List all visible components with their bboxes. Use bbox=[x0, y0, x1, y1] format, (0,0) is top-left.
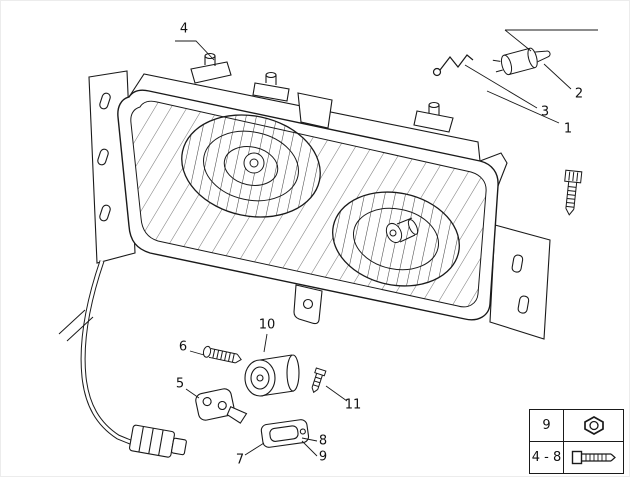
screw-6 bbox=[202, 345, 242, 364]
headlamp-housing bbox=[117, 89, 499, 321]
lens-left bbox=[176, 102, 326, 230]
part-callout-1: 1 bbox=[563, 121, 573, 137]
clip-block-7 bbox=[260, 419, 310, 448]
part-callout-7: 7 bbox=[235, 452, 245, 468]
cylindrical-holder-10 bbox=[244, 354, 300, 397]
halogen-bulb bbox=[492, 47, 551, 76]
lens-right bbox=[326, 180, 465, 298]
part-callout-9: 9 bbox=[318, 449, 328, 465]
wire-break-marks bbox=[58, 309, 94, 342]
wire-harness bbox=[58, 260, 187, 458]
stud-11 bbox=[311, 367, 327, 394]
part-callout-2: 2 bbox=[574, 86, 584, 102]
part-callout-4: 4 bbox=[179, 21, 189, 37]
part-callout-6: 6 bbox=[178, 339, 188, 355]
legend-row-bolt: 4 - 8 bbox=[530, 441, 623, 473]
lower-mounting-tab bbox=[293, 284, 323, 325]
leader-lines bbox=[175, 29, 598, 457]
housing-top-structure bbox=[128, 52, 508, 187]
bulb-holder-5 bbox=[195, 388, 248, 424]
part-callout-5: 5 bbox=[175, 376, 185, 392]
part-callout-3: 3 bbox=[540, 104, 550, 120]
fixing-screw-right bbox=[564, 169, 583, 216]
retaining-clip bbox=[432, 54, 474, 77]
adjuster-bolt bbox=[428, 101, 440, 115]
part-callout-10: 10 bbox=[258, 317, 276, 333]
part-callout-8: 8 bbox=[318, 433, 328, 449]
legend-label-nut: 9 bbox=[530, 410, 564, 441]
bulb-socket bbox=[385, 217, 419, 244]
part-callout-11: 11 bbox=[344, 397, 362, 413]
right-mounting-bracket bbox=[489, 224, 551, 340]
hex-nut-icon bbox=[564, 410, 623, 441]
bolt-icon bbox=[564, 442, 623, 473]
adjuster-bolt bbox=[265, 71, 277, 85]
legend-row-nut: 9 bbox=[530, 410, 623, 441]
wire-connector bbox=[128, 424, 187, 458]
legend-label-bolt: 4 - 8 bbox=[530, 442, 564, 473]
legend-table: 9 4 - 8 bbox=[529, 409, 624, 474]
